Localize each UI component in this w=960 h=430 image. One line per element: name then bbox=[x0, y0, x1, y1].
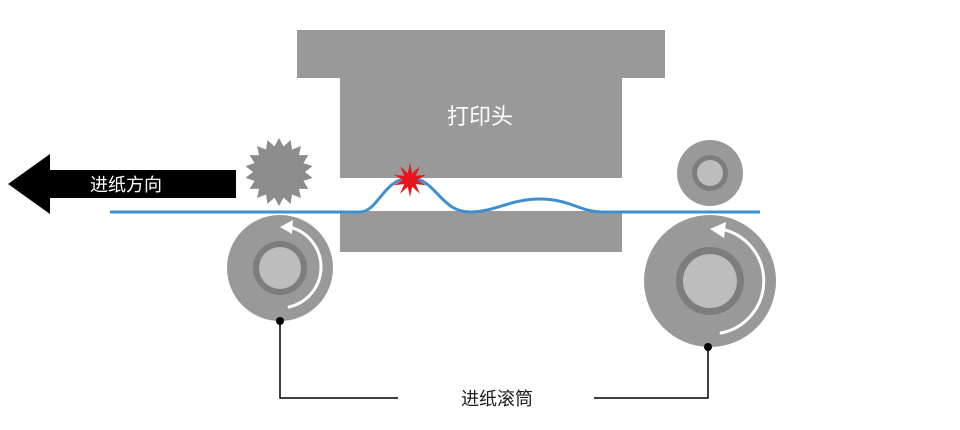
paper-path bbox=[110, 176, 760, 214]
star-gear-wheel bbox=[245, 138, 313, 206]
pinch-roller bbox=[677, 140, 743, 206]
roller-core bbox=[259, 247, 301, 289]
feed-direction-label: 进纸方向 bbox=[90, 175, 162, 196]
left-feed-roller bbox=[227, 215, 333, 321]
feed-direction-arrow: 进纸方向 bbox=[8, 154, 236, 214]
right-feed-roller bbox=[644, 215, 776, 347]
leader-lines bbox=[276, 317, 712, 399]
rotation-arrow-head-icon bbox=[710, 222, 726, 238]
print-head: 打印头 bbox=[297, 30, 665, 178]
print-head-body bbox=[297, 30, 665, 178]
leader-line-right bbox=[594, 347, 709, 399]
feed-rollers-label: 进纸滚筒 bbox=[461, 389, 533, 410]
impact-burst bbox=[393, 163, 427, 197]
arrow-shape bbox=[8, 154, 236, 214]
leader-line-left bbox=[279, 321, 398, 399]
rotation-arrow-head-icon bbox=[280, 220, 293, 234]
rotation-arrow-icon bbox=[719, 227, 766, 335]
roller-core bbox=[683, 254, 737, 308]
platen bbox=[340, 211, 622, 252]
print-head-label: 打印头 bbox=[447, 105, 513, 130]
rotation-arrow-icon bbox=[287, 225, 323, 309]
pinch-roller-core bbox=[697, 160, 723, 186]
